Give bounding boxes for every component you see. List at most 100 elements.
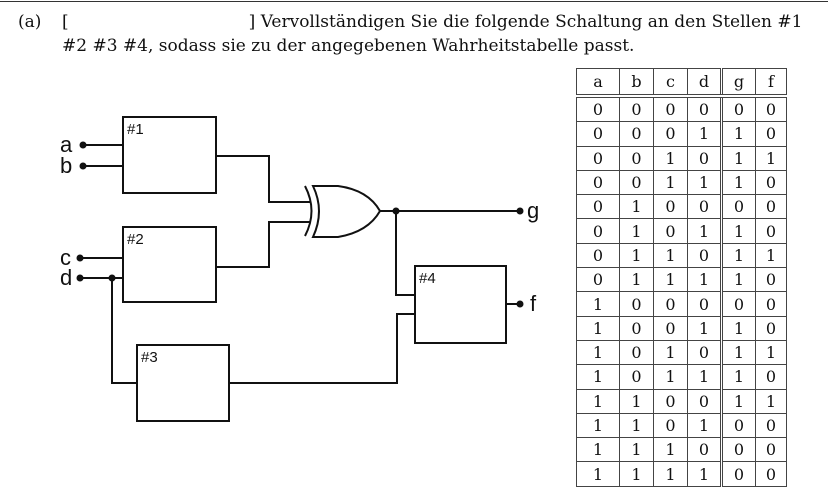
cell-a: 0 bbox=[576, 169, 620, 196]
cell-f: 0 bbox=[755, 291, 787, 317]
cell-b: 1 bbox=[619, 412, 654, 439]
cell-b: 1 bbox=[619, 388, 654, 414]
cell-b: 0 bbox=[619, 364, 654, 390]
cell-b: 0 bbox=[619, 315, 654, 341]
xor-gate bbox=[311, 185, 382, 238]
cell-c: 1 bbox=[653, 242, 688, 269]
cell-c: 0 bbox=[653, 95, 688, 123]
cell-a: 0 bbox=[576, 145, 620, 171]
question-line1: Vervollständigen Sie die folgende Schalt… bbox=[260, 12, 803, 32]
cell-d: 0 bbox=[687, 437, 723, 463]
cell-g: 0 bbox=[721, 291, 756, 317]
cell-f: 0 bbox=[755, 95, 787, 123]
question-text: (a)[] Vervollständigen Sie die folgende … bbox=[18, 10, 818, 58]
block-4-label: #4 bbox=[419, 270, 436, 287]
top-rule bbox=[0, 1, 828, 2]
block-3-label: #3 bbox=[141, 349, 158, 366]
cell-a: 1 bbox=[576, 315, 620, 341]
cell-b: 0 bbox=[619, 291, 654, 317]
cell-a: 0 bbox=[576, 242, 620, 269]
cell-f: 0 bbox=[755, 364, 787, 390]
output-g-label: g bbox=[527, 198, 539, 223]
cell-d: 0 bbox=[687, 242, 723, 269]
cell-f: 0 bbox=[755, 437, 787, 463]
cell-g: 1 bbox=[721, 145, 756, 171]
cell-g: 0 bbox=[721, 437, 756, 463]
cell-b: 0 bbox=[619, 339, 654, 366]
cell-g: 1 bbox=[721, 169, 756, 196]
cell-a: 1 bbox=[576, 461, 620, 487]
cell-c: 0 bbox=[653, 121, 688, 147]
cell-f: 0 bbox=[755, 169, 787, 196]
cell-b: 0 bbox=[619, 169, 654, 196]
cell-b: 1 bbox=[619, 461, 654, 487]
input-wires bbox=[83, 144, 137, 384]
output-wires bbox=[229, 210, 520, 384]
cell-g: 1 bbox=[721, 121, 756, 147]
cell-g: 1 bbox=[721, 218, 756, 244]
cell-a: 1 bbox=[576, 388, 620, 414]
question-line2: #2 #3 #4, sodass sie zu der angegebenen … bbox=[62, 36, 635, 56]
cell-c: 0 bbox=[653, 218, 688, 244]
cell-f: 1 bbox=[755, 388, 787, 414]
cell-c: 0 bbox=[653, 291, 688, 317]
cell-f: 0 bbox=[755, 218, 787, 244]
bracket-close: ] bbox=[248, 12, 256, 32]
cell-g: 0 bbox=[721, 194, 756, 220]
input-b-label: b bbox=[60, 153, 72, 178]
header-a: a bbox=[576, 68, 620, 97]
input-c-label: c bbox=[60, 245, 71, 270]
cell-d: 0 bbox=[687, 95, 723, 123]
header-g: g bbox=[721, 68, 756, 97]
cell-b: 1 bbox=[619, 437, 654, 463]
header-d: d bbox=[687, 68, 723, 97]
cell-a: 1 bbox=[576, 291, 620, 317]
cell-f: 0 bbox=[755, 315, 787, 341]
cell-c: 1 bbox=[653, 364, 688, 390]
cell-c: 0 bbox=[653, 194, 688, 220]
header-f: f bbox=[755, 68, 787, 97]
cell-b: 0 bbox=[619, 95, 654, 123]
block-2-label: #2 bbox=[127, 231, 144, 248]
cell-d: 1 bbox=[687, 315, 723, 341]
cell-c: 1 bbox=[653, 267, 688, 293]
cell-a: 0 bbox=[576, 95, 620, 123]
input-d-label: d bbox=[60, 265, 72, 290]
cell-a: 0 bbox=[576, 218, 620, 244]
cell-c: 1 bbox=[653, 145, 688, 171]
xor-back-curve bbox=[304, 185, 313, 237]
cell-a: 1 bbox=[576, 412, 620, 439]
cell-c: 1 bbox=[653, 461, 688, 487]
cell-c: 0 bbox=[653, 412, 688, 439]
cell-d: 1 bbox=[687, 461, 723, 487]
xor-input-wires bbox=[216, 155, 310, 268]
cell-f: 0 bbox=[755, 461, 787, 487]
cell-d: 0 bbox=[687, 339, 723, 366]
cell-g: 1 bbox=[721, 388, 756, 414]
cell-f: 1 bbox=[755, 242, 787, 269]
cell-d: 0 bbox=[687, 194, 723, 220]
cell-d: 0 bbox=[687, 388, 723, 414]
cell-b: 1 bbox=[619, 267, 654, 293]
cell-a: 1 bbox=[576, 364, 620, 390]
cell-g: 1 bbox=[721, 315, 756, 341]
cell-d: 1 bbox=[687, 364, 723, 390]
cell-b: 0 bbox=[619, 145, 654, 171]
cell-a: 0 bbox=[576, 194, 620, 220]
